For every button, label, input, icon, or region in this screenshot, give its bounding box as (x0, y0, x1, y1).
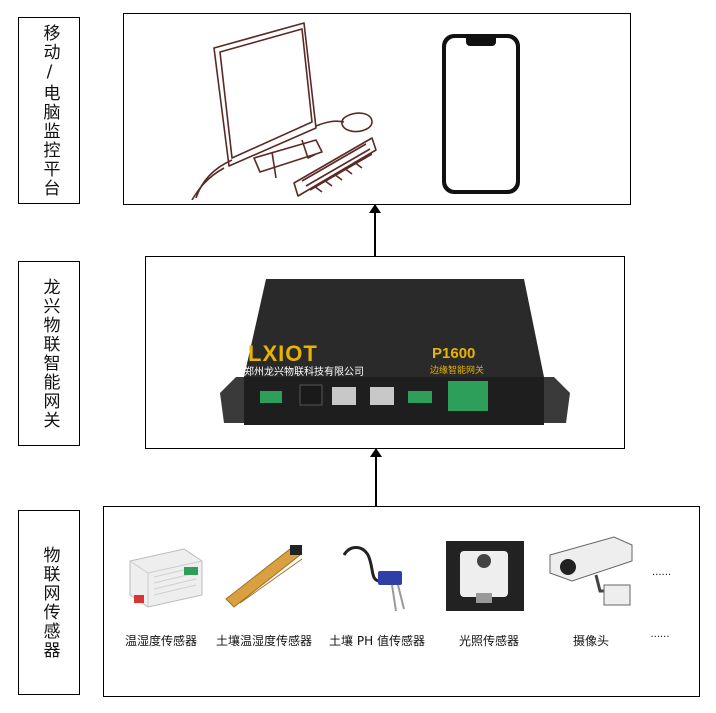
sensor-row-ellipsis: ...... (652, 567, 672, 578)
camera-icon (549, 536, 633, 606)
sensor-label: 摄像头 (572, 634, 610, 648)
sensor-panel: ...... 温湿度传感器 土壤温湿度传感器 土壤 PH 值传感器 光照传感器 … (103, 506, 700, 697)
sensor-layer-label: 物联网传感器 (18, 510, 80, 695)
gateway-logo: LXIOT (248, 341, 318, 366)
ph-probe-icon (342, 546, 405, 612)
platform-layer-label: 移动/电脑监控平台 (18, 17, 80, 204)
sensor-label: 土壤温湿度传感器 (215, 634, 313, 648)
arrow-to-gateway (370, 448, 382, 506)
smartphone-icon (442, 34, 520, 194)
light-sensor-icon (446, 541, 524, 611)
sensor-label: 温湿度传感器 (124, 634, 198, 648)
gateway-device-image (220, 279, 570, 425)
desktop-computer-icon (191, 22, 377, 200)
gateway-company: 郑州龙兴物联科技有限公司 (244, 367, 364, 378)
sensor-label: 土壤 PH 值传感器 (329, 634, 425, 648)
sensor-label: 光照传感器 (458, 634, 520, 648)
gateway-model-sub: 边缘智能网关 (430, 366, 485, 376)
platform-panel (123, 13, 631, 205)
arrow-to-platform (369, 204, 381, 256)
sensor-label: ...... (650, 629, 670, 640)
soil-probe-icon (225, 545, 303, 608)
gateway-model: P1600 (432, 345, 476, 362)
gateway-panel: LXIOT 郑州龙兴物联科技有限公司 P1600 边缘智能网关 (145, 256, 625, 449)
temp-humidity-sensor-icon (129, 548, 203, 608)
gateway-layer-label: 龙兴物联智能网关 (18, 261, 80, 446)
